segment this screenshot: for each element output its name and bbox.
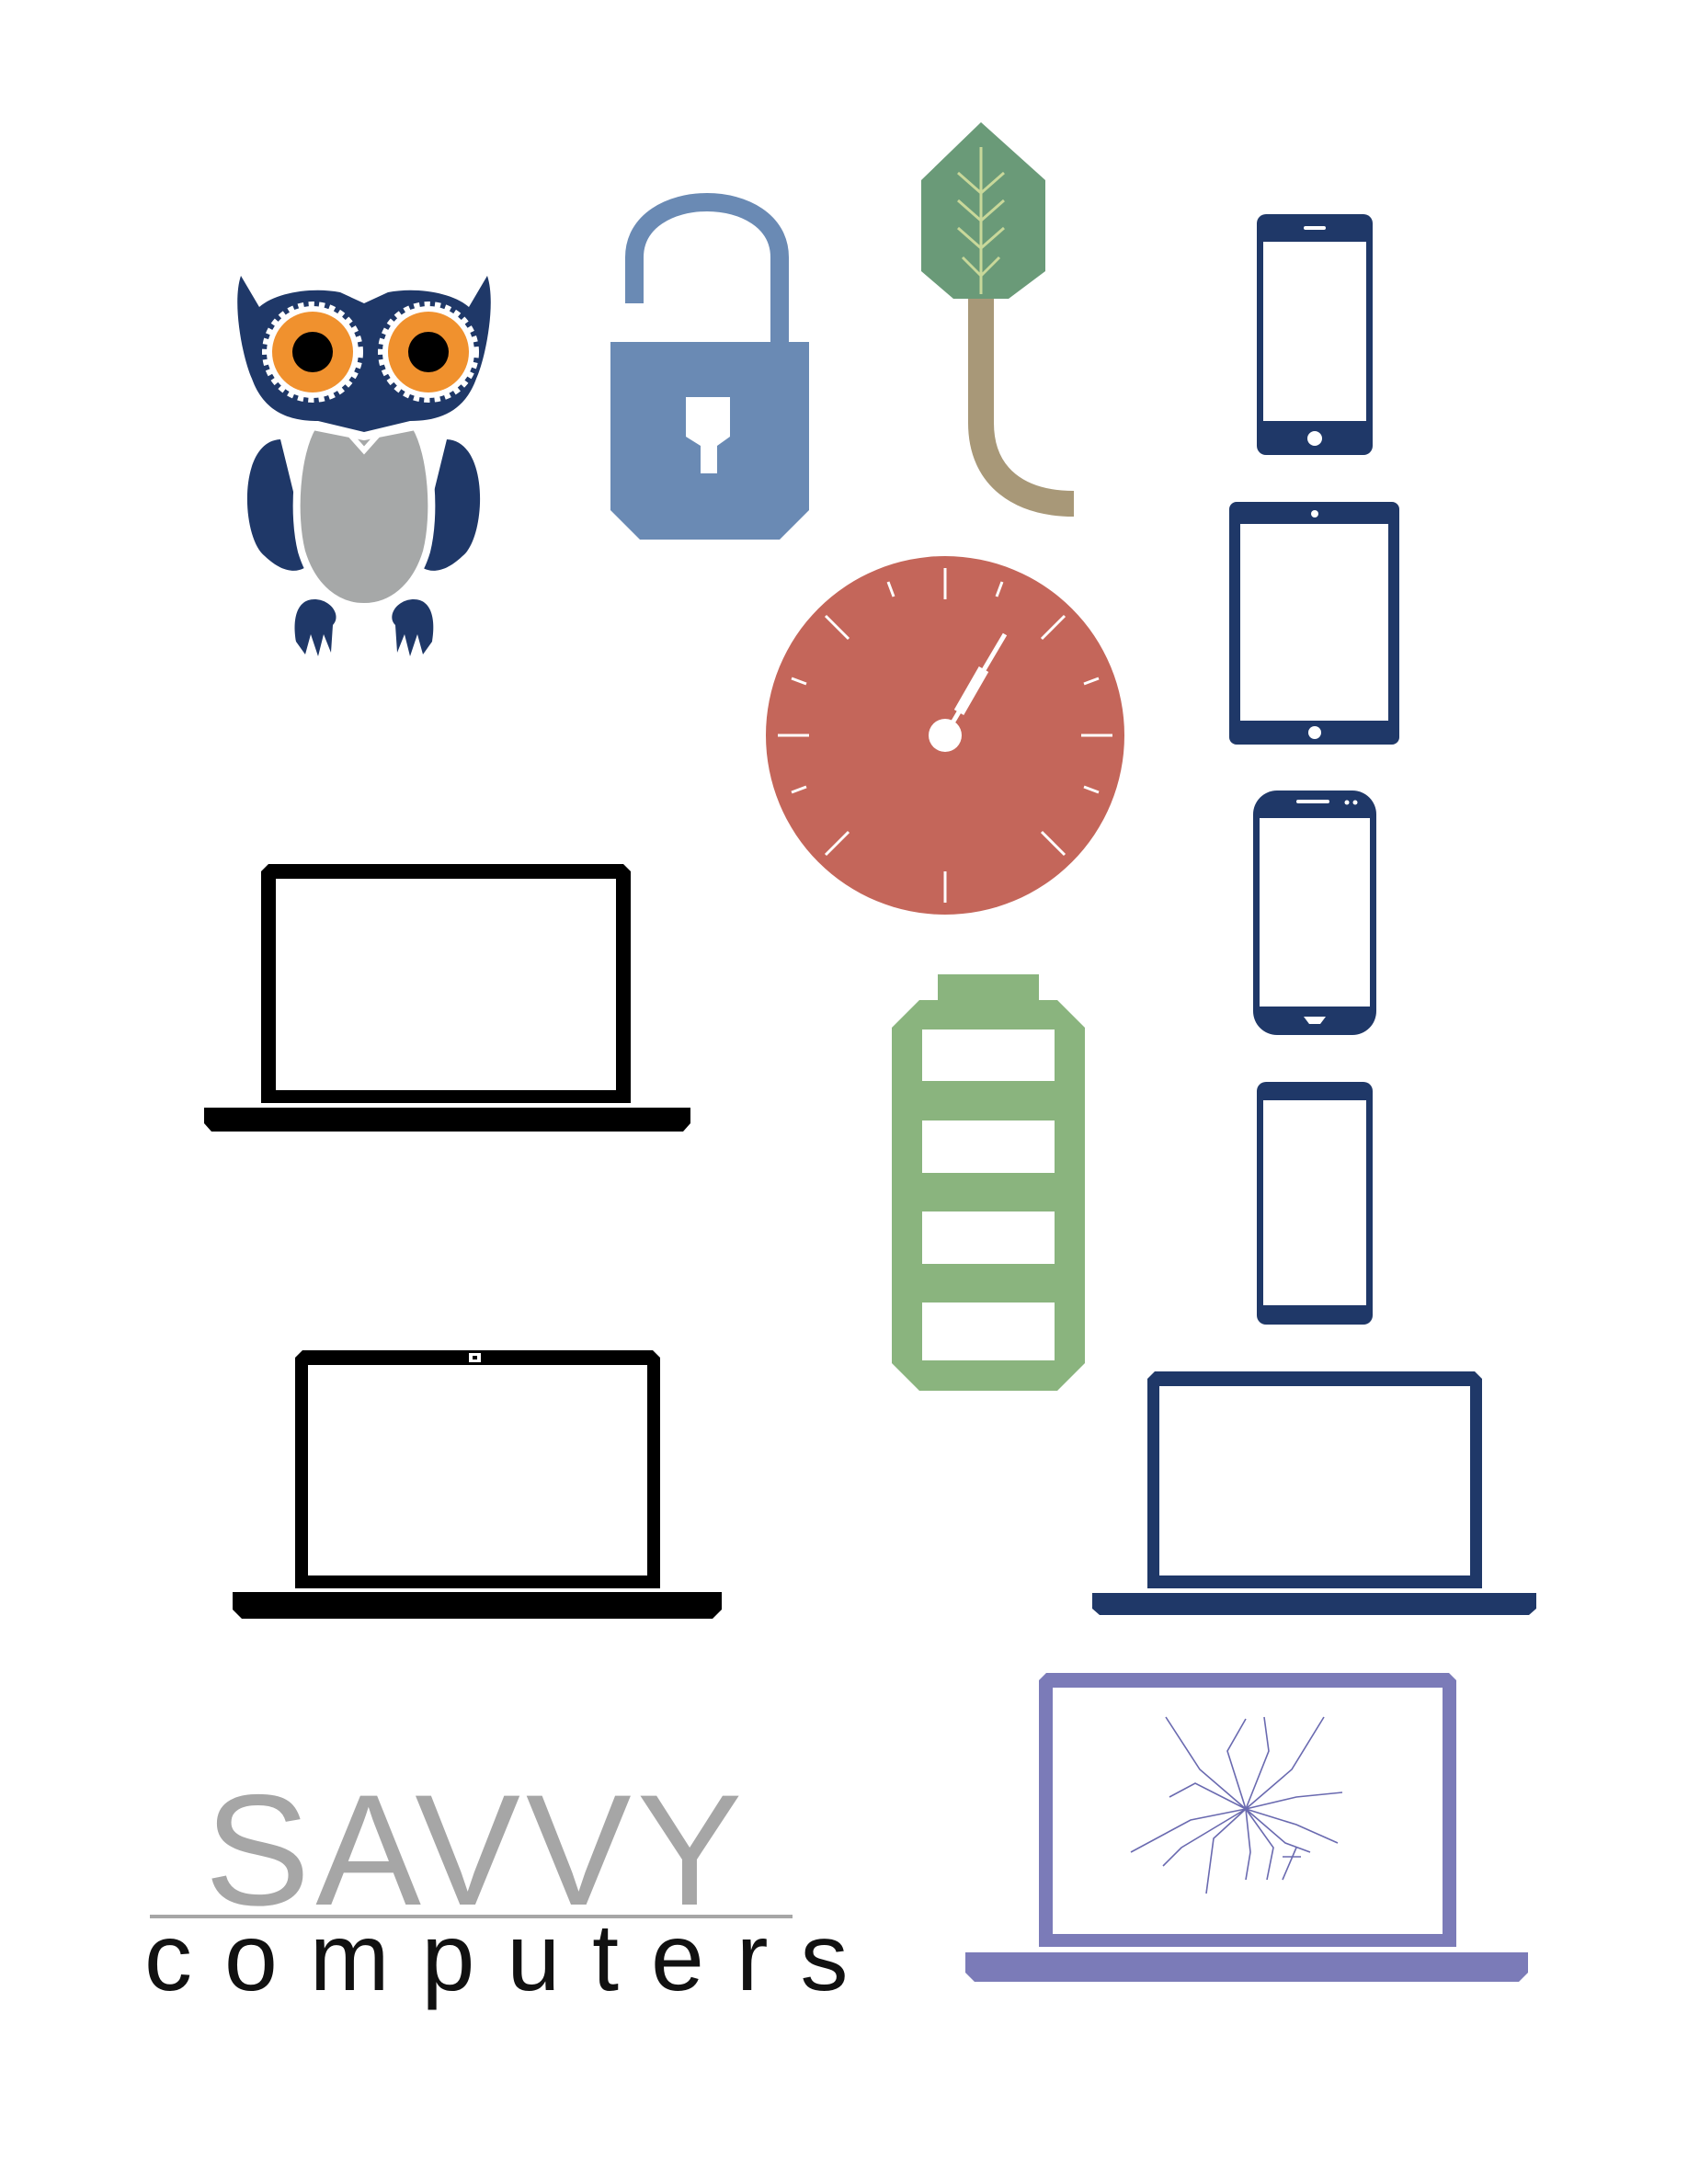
laptop-icon bbox=[204, 864, 690, 1132]
savvy-computers-logo: SAVVY computers bbox=[144, 1762, 881, 2011]
battery-icon bbox=[892, 974, 1085, 1391]
logo-word: SAVVY bbox=[205, 1762, 748, 1939]
smartphone-icon bbox=[1257, 1082, 1373, 1325]
laptop-icon bbox=[233, 1350, 722, 1619]
speedometer-icon bbox=[766, 556, 1124, 915]
laptop-icon bbox=[1092, 1371, 1536, 1615]
tablet-icon bbox=[1229, 502, 1399, 745]
smartphone-icon bbox=[1253, 791, 1376, 1035]
laptop-cracked-screen-icon bbox=[965, 1673, 1528, 1982]
logo-subword: computers bbox=[144, 1905, 881, 2011]
leaf-sprout-icon bbox=[921, 122, 1075, 517]
unlocked-padlock-icon bbox=[610, 193, 809, 540]
smartphone-icon bbox=[1257, 214, 1373, 455]
owl-icon bbox=[237, 276, 491, 656]
